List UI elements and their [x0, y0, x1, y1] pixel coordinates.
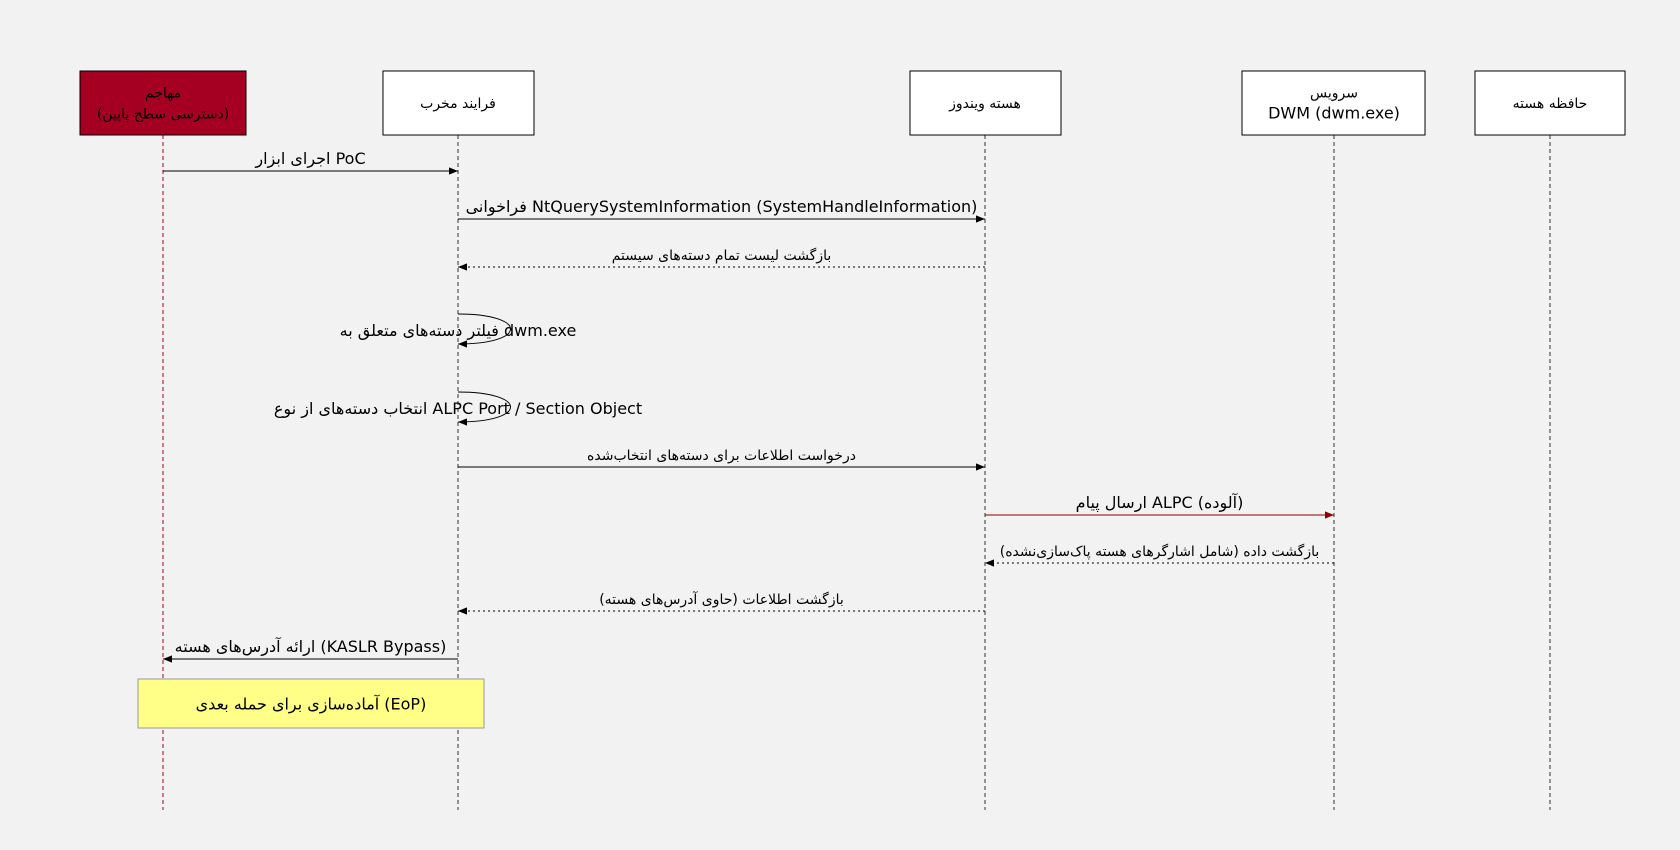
- participant-box-attacker: [79, 70, 247, 136]
- message-label-8: بازگشت اطلاعات (حاوی آدرس‌های هسته): [599, 591, 844, 608]
- participant-box-dwm_service: [1241, 70, 1426, 136]
- participant-label-attacker: (دسترسی سطح پایین): [97, 107, 229, 123]
- participant-label-dwm_service: سرویس: [1310, 86, 1358, 102]
- note-box: [137, 678, 485, 729]
- message-label-6: ارسال پیام ALPC (آلوده): [1076, 493, 1244, 513]
- message-label-5: درخواست اطلاعات برای دسته‌های انتخاب‌شده: [587, 448, 856, 464]
- participant-box-malicious_process: [382, 70, 535, 136]
- participant-label-malicious_process: فرایند مخرب: [420, 96, 496, 112]
- participant-label-attacker: مهاجم: [145, 86, 181, 102]
- participant-label-dwm_service: DWM (dwm.exe): [1268, 104, 1400, 123]
- message-label-7: بازگشت داده (شامل اشارگرهای هسته پاک‌ساز…: [1000, 543, 1320, 560]
- message-label-2: بازگشت لیست تمام دسته‌های سیستم: [612, 247, 832, 264]
- note-label: آماده‌سازی برای حمله بعدی (EoP): [196, 695, 427, 715]
- message-arrow-4: [457, 391, 511, 426]
- message-label-3: فیلتر دسته‌های متعلق به dwm.exe: [340, 321, 577, 341]
- participant-box-windows_kernel: [909, 70, 1062, 136]
- message-label-9: ارائه آدرس‌های هسته (KASLR Bypass): [175, 637, 447, 657]
- message-label-0: اجرای ابزار PoC: [254, 149, 365, 169]
- participant-box-kernel_memory: [1474, 70, 1626, 136]
- participant-label-windows_kernel: هسته ویندوز: [948, 96, 1021, 112]
- participant-label-kernel_memory: حافظه هسته: [1513, 96, 1588, 112]
- message-label-1: فراخوانی NtQuerySystemInformation (Syste…: [466, 197, 978, 217]
- message-arrow-3: [457, 313, 511, 348]
- message-label-4: انتخاب دسته‌های از نوع ALPC Port / Secti…: [274, 399, 642, 419]
